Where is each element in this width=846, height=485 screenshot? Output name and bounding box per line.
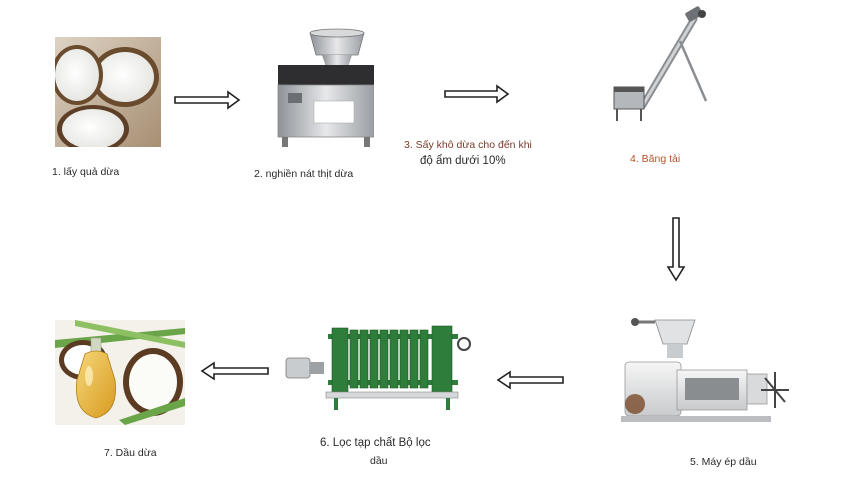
grinder-machine-icon (277, 28, 374, 147)
arrow-left-2 (200, 361, 269, 381)
step-4-label: 4. Băng tải (630, 153, 681, 165)
filter-press-icon (285, 325, 471, 410)
step-6-label-line-2: dầu (370, 455, 388, 467)
step-2-label: 2. nghiền nát thịt dừa (254, 168, 354, 180)
step-3-label-line-1: 3. Sấy khô dừa cho đến khi (404, 139, 532, 151)
step-7-label: 7. Dầu dừa (104, 447, 157, 459)
step-1-label: 1. lấy quả dừa (52, 166, 120, 178)
arrow-right-1 (174, 90, 241, 110)
screw-conveyor-icon (613, 6, 708, 121)
arrow-down-1 (666, 217, 686, 282)
oil-press-machine-icon (621, 318, 789, 422)
coconut-oil-jar-photo (55, 320, 185, 425)
step-6-label-line-1: 6. Lọc tạp chất Bộ lọc (320, 437, 431, 449)
step-5-label: 5. Máy ép dầu (690, 456, 757, 468)
arrow-left-1 (496, 370, 564, 390)
arrow-right-2 (444, 84, 510, 104)
step-3-label-line-2: độ ẩm dưới 10% (420, 155, 506, 167)
coconut-halves-icon (55, 37, 161, 147)
